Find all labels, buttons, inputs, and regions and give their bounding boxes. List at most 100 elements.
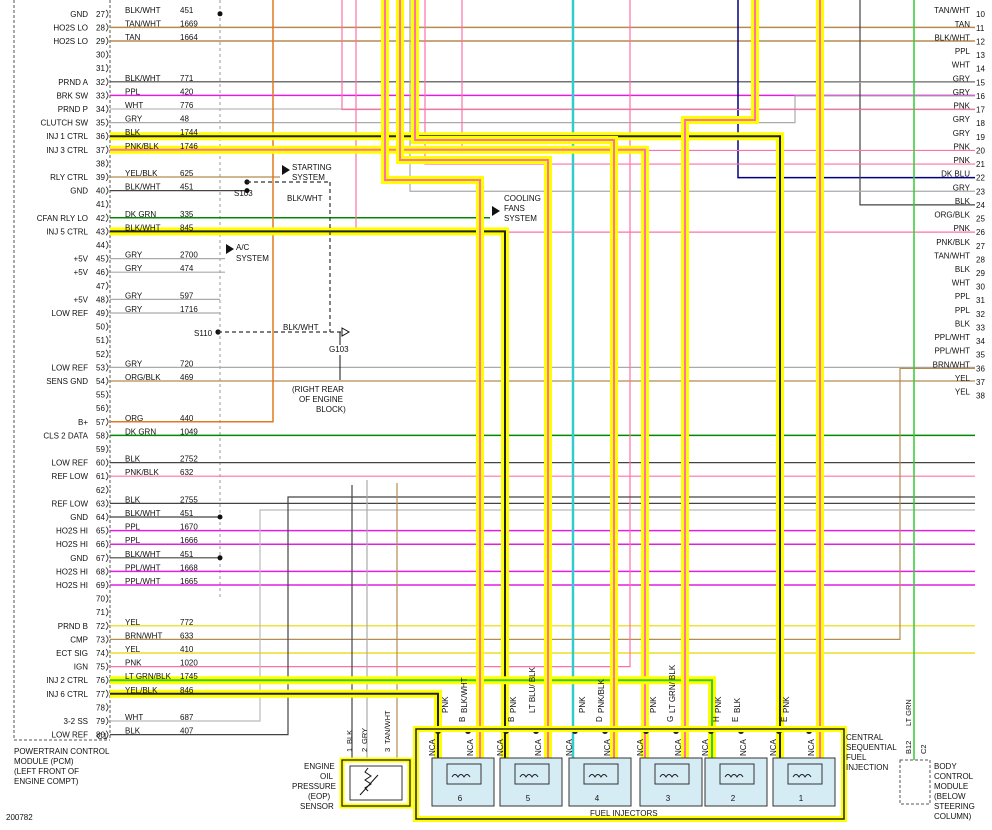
csfi-label: INJECTION bbox=[846, 763, 888, 772]
pcm-pin-49-circuit: 1716 bbox=[180, 305, 198, 314]
right-wire-30-color: WHT bbox=[952, 279, 970, 288]
pcm-pin-37-number: 37 bbox=[96, 146, 105, 155]
eop-wiper-icon bbox=[359, 774, 379, 796]
injector-5-wire-a: PNK bbox=[509, 696, 518, 713]
injector-2-body bbox=[704, 757, 768, 807]
pcm-pin-63-color: BLK bbox=[125, 495, 141, 504]
pcm-pin-34-color: WHT bbox=[125, 101, 143, 110]
pcm-pin-60-color: BLK bbox=[125, 455, 141, 464]
injector-2-nca-a: NCA bbox=[701, 738, 710, 756]
pcm-pin-63-terminal bbox=[105, 499, 109, 508]
pcm-pin-54-color: ORG/BLK bbox=[125, 373, 161, 382]
pcm-pin-70-number: 70 bbox=[96, 595, 105, 604]
pcm-pin-63-function: REF LOW bbox=[52, 499, 89, 508]
pcm-pin-40-function: GND bbox=[70, 187, 88, 196]
pcm-pin-49-color: GRY bbox=[125, 305, 143, 314]
pcm-pin-72-color: YEL bbox=[125, 618, 141, 627]
right-wire-21-number: 21 bbox=[976, 160, 985, 169]
pcm-pin-39-terminal bbox=[105, 172, 109, 182]
right-wire-30-number: 30 bbox=[976, 283, 985, 292]
pcm-pin-55-terminal bbox=[105, 390, 109, 399]
pcm-pin-32-terminal bbox=[105, 77, 109, 87]
right-wire-20-number: 20 bbox=[976, 146, 985, 155]
injector-5-wire-b: LT BLU/ BLK bbox=[528, 666, 537, 713]
pcm-pin-45-number: 45 bbox=[96, 255, 105, 264]
pcm-pin-45-terminal bbox=[105, 254, 109, 263]
pcm-pin-52-number: 52 bbox=[96, 350, 105, 359]
pcm-pin-67-function: GND bbox=[70, 554, 88, 563]
diagram-id: 200782 bbox=[6, 813, 33, 822]
cooling-fans-arrow bbox=[492, 206, 500, 216]
injector-5-number: 5 bbox=[526, 794, 531, 803]
pcm-pin-54-terminal bbox=[105, 376, 109, 386]
eop-pin-1-color: BLK bbox=[345, 730, 354, 744]
pcm-pin-76-terminal bbox=[105, 675, 109, 685]
pcm-pin-43-function: INJ 5 CTRL bbox=[46, 227, 88, 236]
right-wire-13-number: 13 bbox=[976, 51, 985, 60]
pcm-pin-61-circuit: 632 bbox=[180, 468, 194, 477]
pcm-pin-50-number: 50 bbox=[96, 323, 105, 332]
injector-6-coil bbox=[446, 763, 482, 785]
pcm-pin-35-number: 35 bbox=[96, 119, 105, 128]
pcm-pin-36-terminal bbox=[105, 131, 109, 141]
pcm-pin-79-number: 79 bbox=[96, 717, 105, 726]
pcm-pin-65-color: PPL bbox=[125, 523, 141, 532]
pcm-pin-40-color: BLK/WHT bbox=[125, 183, 161, 192]
right-wire-19-number: 19 bbox=[976, 133, 985, 142]
pcm-pin-59-number: 59 bbox=[96, 445, 105, 454]
pcm-pin-48-color: GRY bbox=[125, 291, 143, 300]
pcm-pin-39-circuit: 625 bbox=[180, 169, 194, 178]
right-wire-38-color: YEL bbox=[955, 388, 971, 397]
pcm-pin-40-number: 40 bbox=[96, 187, 105, 196]
pcm-pin-38-number: 38 bbox=[96, 159, 105, 168]
pcm-pin-75-color: PNK bbox=[125, 659, 142, 668]
pcm-pin-34-number: 34 bbox=[96, 105, 105, 114]
pcm-pin-42-color: DK GRN bbox=[125, 210, 156, 219]
pcm-pin-54-number: 54 bbox=[96, 377, 105, 386]
right-wire-29-number: 29 bbox=[976, 269, 985, 278]
right-wire-24-color: BLK bbox=[955, 197, 971, 206]
pcm-pin-50-terminal bbox=[105, 322, 109, 331]
pcm-pin-68-function: HO2S HI bbox=[56, 567, 88, 576]
eop-resistor-icon bbox=[364, 767, 372, 792]
wire-ign bbox=[110, 0, 631, 668]
pcm-pin-28-terminal bbox=[105, 23, 109, 32]
splice-s103-label: S103 bbox=[234, 189, 253, 198]
bcm-pin: B12 bbox=[904, 741, 913, 754]
injector-6-body bbox=[431, 757, 495, 807]
pcm-pin-76-number: 76 bbox=[96, 676, 105, 685]
right-wire-31-color: PPL bbox=[955, 292, 971, 301]
eop-pin-2-color: GRY bbox=[360, 728, 369, 744]
pcm-pin-69-number: 69 bbox=[96, 581, 105, 590]
pcm-pin-61-number: 61 bbox=[96, 472, 105, 481]
starting-system-label: SYSTEM bbox=[292, 173, 325, 182]
pcm-pin-69-terminal bbox=[105, 580, 109, 590]
injector-6-wire-b: BLK/WHT bbox=[460, 677, 469, 713]
injector-5-pin-a: B bbox=[507, 717, 516, 722]
pcm-pin-59-terminal bbox=[105, 444, 109, 454]
wire-inj-feed-3 bbox=[414, 0, 615, 760]
right-wire-15-color: GRY bbox=[953, 74, 971, 83]
pcm-pin-73-color: BRN/WHT bbox=[125, 631, 162, 640]
ground-wire-color-label: BLK/WHT bbox=[283, 323, 319, 332]
injector-6-pin-b: B bbox=[458, 717, 467, 722]
bcm-label: COLUMN) bbox=[934, 812, 972, 821]
pcm-pin-68-terminal bbox=[105, 567, 109, 576]
bcm-label: STEERING bbox=[934, 802, 975, 811]
pcm-pin-30-number: 30 bbox=[96, 51, 105, 60]
pcm-pin-66-circuit: 1666 bbox=[180, 536, 198, 545]
pcm-pin-28-number: 28 bbox=[96, 23, 105, 32]
pcm-pin-34-function: PRND P bbox=[58, 105, 88, 114]
ground-splice-dot-4 bbox=[217, 555, 223, 561]
pcm-pin-36-circuit: 1744 bbox=[180, 128, 198, 137]
pcm-pin-79-function: 3-2 SS bbox=[64, 717, 88, 726]
pcm-pin-53-number: 53 bbox=[96, 363, 105, 372]
pcm-pin-66-terminal bbox=[105, 539, 109, 549]
pcm-pin-71-terminal bbox=[105, 607, 109, 617]
injector-4-number: 4 bbox=[595, 794, 600, 803]
wire-bplus-440 bbox=[110, 0, 274, 423]
pcm-pin-73-terminal bbox=[105, 635, 109, 644]
starting-system-arrow bbox=[282, 165, 290, 175]
wire-inj1-ctrl bbox=[110, 135, 781, 760]
